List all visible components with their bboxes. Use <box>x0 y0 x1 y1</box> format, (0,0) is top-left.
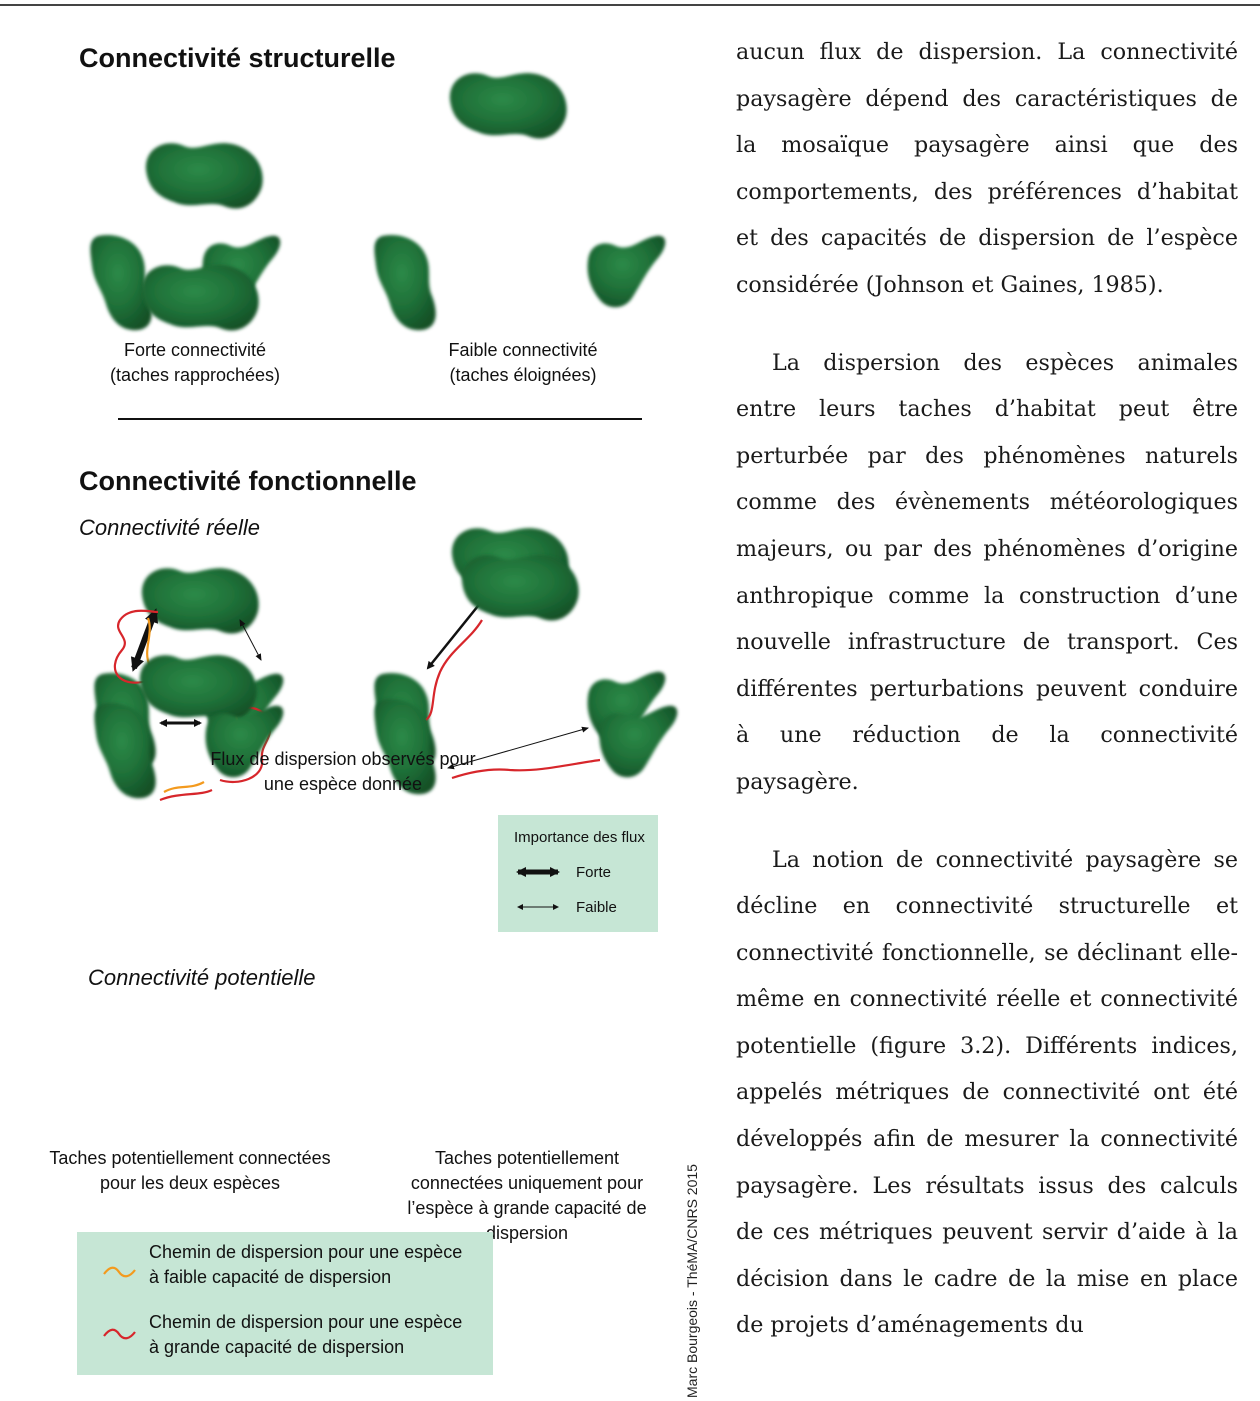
connectivity-figure <box>90 73 678 802</box>
strong-dispersion-path <box>451 758 601 780</box>
caption-line: Faible connectivité <box>448 340 598 360</box>
habitat-patch <box>141 265 259 331</box>
caption-line: Forte connectivité <box>123 340 267 360</box>
flux-legend-strong: Forte <box>576 864 612 881</box>
top-rule <box>0 4 1260 6</box>
body-text: aucun flux de dispersion. La connectivit… <box>736 29 1238 1380</box>
caption-line: Taches potentiellement <box>434 1148 620 1168</box>
paragraph: La dispersion des espèces animales entre… <box>736 349 1238 795</box>
flux-arrow-weak <box>239 619 262 661</box>
legend-line: Chemin de dispersion pour une espèce <box>149 1242 463 1262</box>
caption-weak-connectivity: Faible connectivité (taches éloignées) <box>408 338 638 388</box>
path-legend-strong: Chemin de dispersion pour une espèce à g… <box>149 1310 462 1360</box>
caption-line: dispersion <box>485 1223 569 1243</box>
strong-dispersion-path <box>425 619 483 721</box>
caption-line: Taches potentiellement connectées <box>49 1148 331 1168</box>
potential-caption-left: Taches potentiellement connectées pour l… <box>14 1146 366 1196</box>
caption-line: Flux de dispersion observés pour <box>210 749 476 769</box>
path-legend: Chemin de dispersion pour une espèce à f… <box>77 1232 493 1375</box>
legend-line: à faible capacité de dispersion <box>149 1267 392 1287</box>
flux-arrow <box>426 594 488 670</box>
habitat-patch <box>141 568 259 634</box>
caption-strong-connectivity: Forte connectivité (taches rapprochées) <box>80 338 310 388</box>
real-connectivity-far <box>374 528 666 770</box>
real-caption: Flux de dispersion observés pour une esp… <box>178 747 508 797</box>
caption-line: une espèce donnée <box>263 774 423 794</box>
flux-arrow-strong <box>130 608 159 672</box>
caption-line: (taches rapprochées) <box>109 365 281 385</box>
figure-credit: Marc Bourgeois - ThéMA/CNRS 2015 <box>684 1164 700 1398</box>
potential-connectivity-far <box>374 555 678 795</box>
path-legend-weak: Chemin de dispersion pour une espèce à f… <box>149 1240 462 1290</box>
flux-legend-weak: Faible <box>576 899 617 916</box>
path-legend-swatches <box>103 1266 136 1340</box>
habitat-patch <box>139 655 257 721</box>
legend-line: à grande capacité de dispersion <box>149 1337 405 1357</box>
potential-caption-right: Taches potentiellement connectées unique… <box>382 1146 672 1246</box>
flux-arrow-weak <box>447 726 589 770</box>
structural-title: Connectivité structurelle <box>79 43 396 73</box>
paragraph: aucun flux de dispersion. La connectivit… <box>736 39 1238 298</box>
habitat-patch <box>145 143 263 209</box>
section-divider <box>118 418 642 420</box>
habitat-patch <box>449 73 567 139</box>
strong-dispersion-path <box>219 706 272 784</box>
real-connectivity-subtitle: Connectivité réelle <box>79 515 260 540</box>
habitat-patch <box>461 555 579 621</box>
habitat-patch <box>587 235 666 308</box>
caption-line: connectées uniquement pour <box>410 1173 644 1193</box>
patch-group-weak <box>374 73 666 331</box>
caption-line: pour les deux espèces <box>99 1173 281 1193</box>
caption-line: l’espèce à grande capacité de <box>407 1198 647 1218</box>
flux-legend-title: Importance des flux <box>514 829 645 846</box>
habitat-patch <box>374 234 436 331</box>
flux-legend: Importance des flux Forte Faible <box>498 815 658 932</box>
habitat-patch <box>90 234 152 331</box>
caption-line: (taches éloignées) <box>449 365 597 385</box>
real-connectivity-close <box>94 265 284 769</box>
paragraph: La notion de connectivité paysagère se d… <box>736 846 1238 1339</box>
legend-line: Chemin de dispersion pour une espèce <box>149 1312 463 1332</box>
strong-dispersion-path <box>113 609 159 684</box>
weak-dispersion-path <box>163 781 205 793</box>
functional-title: Connectivité fonctionnelle <box>79 466 417 496</box>
flux-legend-arrows <box>516 867 560 910</box>
potential-connectivity-subtitle: Connectivité potentielle <box>88 965 316 990</box>
strong-dispersion-path <box>159 788 213 802</box>
